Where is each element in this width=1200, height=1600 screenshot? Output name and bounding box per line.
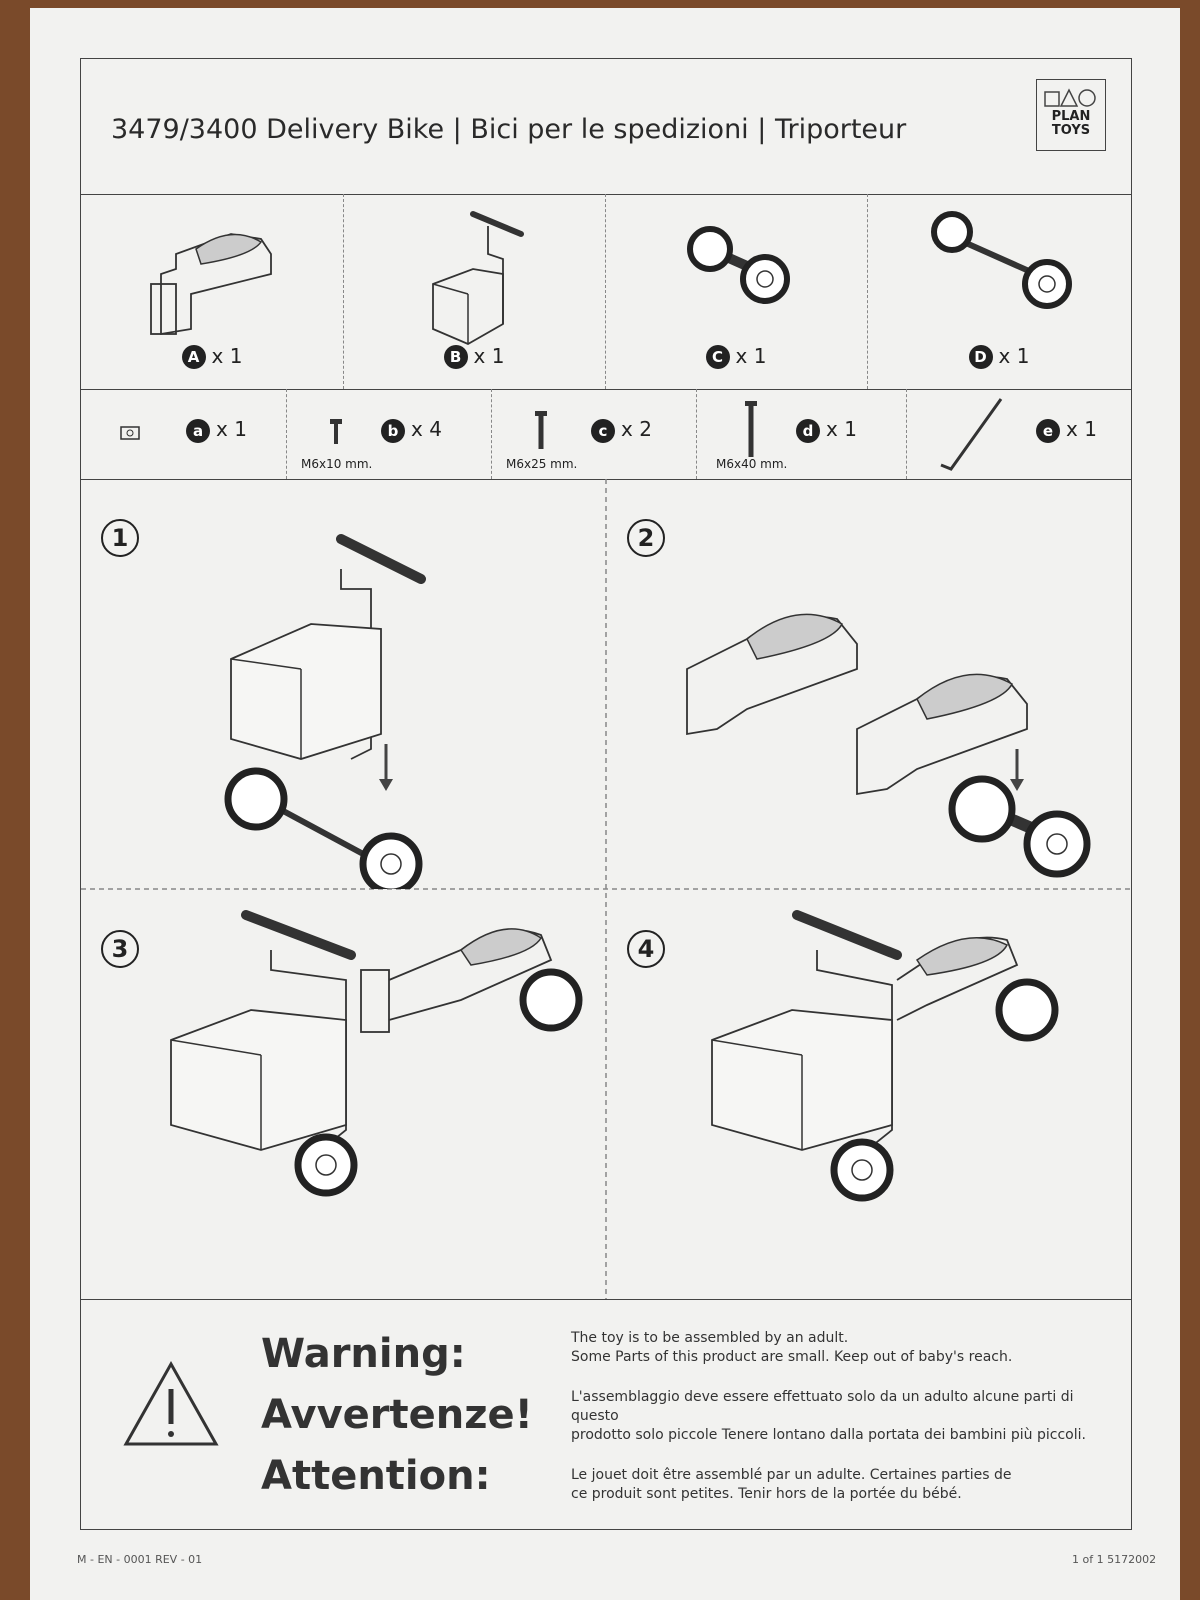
warning-section: Warning: Avvertenze! Attention: The toy … <box>81 1299 1131 1529</box>
hardware-b-size: M6x10 mm. <box>301 457 373 471</box>
part-a-qty: x 1 <box>211 343 243 368</box>
rear-axle-drawing <box>931 211 1072 309</box>
part-c-qty: x 1 <box>735 343 767 368</box>
part-d-qty: x 1 <box>998 343 1030 368</box>
instruction-sheet: 3479/3400 Delivery Bike | Bici per le sp… <box>30 8 1180 1600</box>
header: 3479/3400 Delivery Bike | Bici per le sp… <box>81 59 1131 195</box>
step-2-number: 2 <box>627 519 665 557</box>
step-3-drawing <box>170 910 583 1197</box>
step-1: 1 <box>81 479 605 889</box>
warning-fr-line2: ce produit sont petites. Tenir hors de l… <box>571 1486 962 1502</box>
hardware-b-badge: b <box>381 418 405 443</box>
part-c-badge: C <box>705 345 730 369</box>
allen-key-icon <box>940 398 1003 471</box>
part-b-qty: x 1 <box>473 343 505 368</box>
part-d-badge: D <box>968 345 993 369</box>
footer-doc-code: M - EN - 0001 REV - 01 <box>77 1553 203 1566</box>
medium-bolt-icon <box>535 411 547 449</box>
step-2: 2 <box>607 479 1131 889</box>
sheet-frame: 3479/3400 Delivery Bike | Bici per le sp… <box>80 58 1132 1530</box>
hardware-d-badge: d <box>796 418 820 443</box>
warning-heading-en: Warning: <box>261 1331 466 1377</box>
warning-it-line1: L'assemblaggio deve essere effettuato so… <box>571 1389 1074 1424</box>
part-b-badge: B <box>443 345 468 369</box>
warning-heading-fr: Attention: <box>261 1453 491 1499</box>
hardware-a-qty: x 1 <box>216 417 247 441</box>
hardware-e-badge: e <box>1036 418 1060 443</box>
warning-headings: Warning: Avvertenze! Attention: <box>261 1324 533 1507</box>
step-2-drawing <box>686 613 1091 878</box>
cargo-box-drawing <box>432 211 524 346</box>
logo-shapes-icon <box>1037 84 1105 110</box>
hardware-d-size: M6x40 mm. <box>716 457 788 471</box>
long-bolt-icon <box>745 401 757 457</box>
step-3-number: 3 <box>101 930 139 968</box>
step-4-drawing <box>711 910 1059 1202</box>
footer-page-info: 1 of 1 5172002 <box>1072 1553 1157 1566</box>
step-1-drawing <box>224 534 426 889</box>
warning-triangle-icon <box>123 1360 219 1446</box>
front-wheels-drawing <box>687 226 790 304</box>
hardware-b-qty: x 4 <box>411 417 442 441</box>
warning-en-line2: Some Parts of this product are small. Ke… <box>571 1349 1013 1365</box>
page-title: 3479/3400 Delivery Bike | Bici per le sp… <box>111 114 907 145</box>
hardware-c-qty: x 2 <box>621 417 652 441</box>
part-a-badge: A <box>181 345 206 369</box>
step-4-number: 4 <box>627 930 665 968</box>
plan-toys-logo: PLAN TOYS <box>1036 79 1106 151</box>
step-dividers <box>81 479 1131 1299</box>
warning-fr-line1: Le jouet doit être assemblé par un adult… <box>571 1467 1012 1483</box>
warning-text: The toy is to be assembled by an adult. S… <box>571 1329 1111 1525</box>
hardware-d-qty: x 1 <box>826 417 857 441</box>
step-4: 4 <box>607 890 1131 1300</box>
warning-it-line2: prodotto solo piccole Tenere lontano dal… <box>571 1427 1086 1443</box>
hardware-a-badge: a <box>186 418 210 443</box>
nut-icon <box>120 426 140 440</box>
step-1-number: 1 <box>101 519 139 557</box>
step-3: 3 <box>81 890 605 1300</box>
hardware-e-qty: x 1 <box>1066 417 1097 441</box>
warning-en-line1: The toy is to be assembled by an adult. <box>571 1330 849 1346</box>
assembly-steps: 1 2 <box>81 479 1131 1300</box>
hardware-c-size: M6x25 mm. <box>506 457 578 471</box>
short-screw-icon <box>330 419 342 444</box>
logo-text-plan: PLAN <box>1051 109 1091 124</box>
seat-body-drawing <box>150 233 272 336</box>
hardware-c-badge: c <box>591 418 615 443</box>
logo-text-toys: TOYS <box>1051 123 1091 138</box>
warning-heading-it: Avvertenze! <box>261 1392 533 1438</box>
